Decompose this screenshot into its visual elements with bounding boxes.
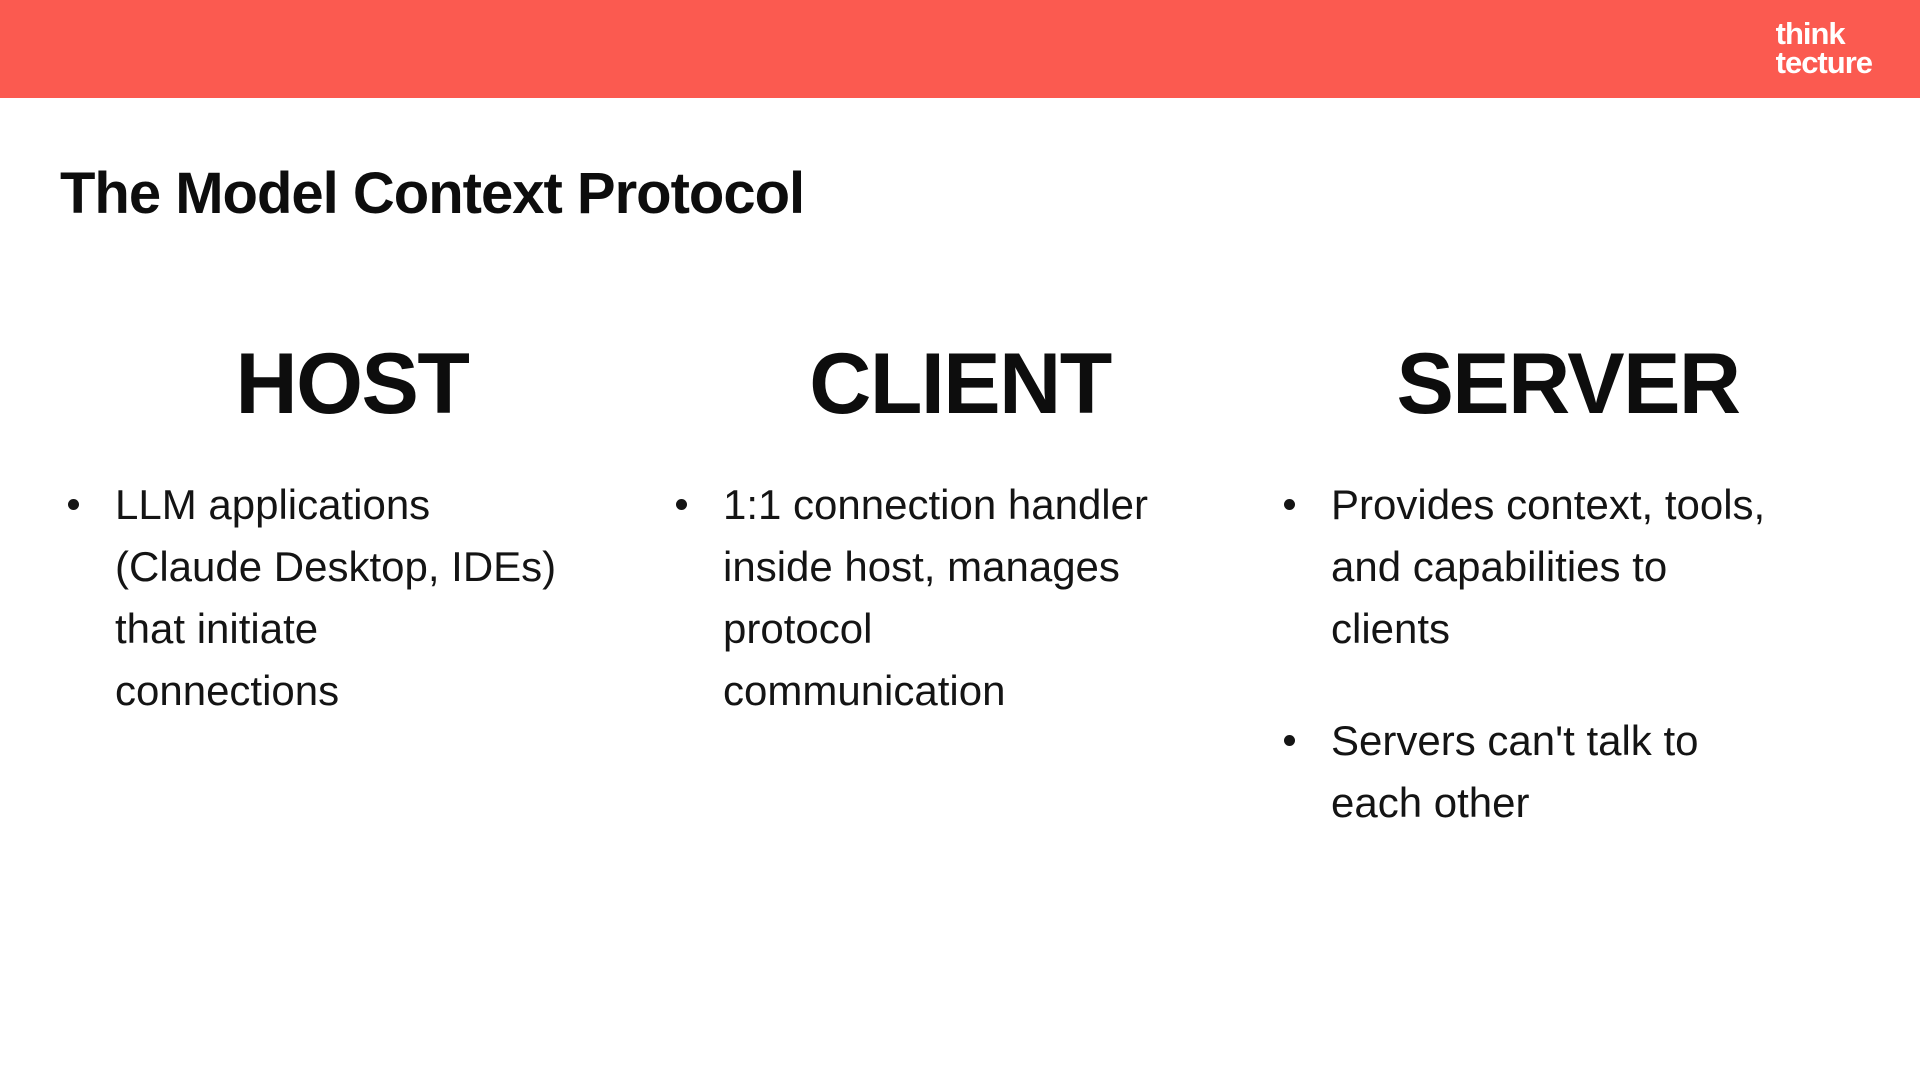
column-host: HOST LLM applications (Claude Desktop, I… xyxy=(48,340,656,834)
bullet-text: Servers can't talk to each other xyxy=(1331,717,1699,826)
slide-title: The Model Context Protocol xyxy=(60,161,805,226)
thinktecture-logo: think tecture xyxy=(1775,16,1873,80)
logo-line-think: think xyxy=(1775,16,1846,51)
column-client-list: 1:1 connection handler inside host, mana… xyxy=(656,474,1264,722)
list-item: 1:1 connection handler inside host, mana… xyxy=(676,474,1264,722)
bullet-icon xyxy=(68,499,79,510)
bullet-text: LLM applications (Claude Desktop, IDEs) … xyxy=(115,481,557,714)
bullet-icon xyxy=(1284,499,1295,510)
logo-line-tecture: tecture xyxy=(1775,45,1873,80)
header-bar: think tecture xyxy=(0,0,1920,98)
list-item: Provides context, tools, and capabilitie… xyxy=(1284,474,1872,660)
column-client: CLIENT 1:1 connection handler inside hos… xyxy=(656,340,1264,834)
column-server-heading: SERVER xyxy=(1396,336,1741,432)
column-host-heading: HOST xyxy=(235,336,470,432)
column-client-heading: CLIENT xyxy=(809,336,1112,432)
bullet-text: Provides context, tools, and capabilitie… xyxy=(1331,481,1766,652)
list-item: Servers can't talk to each other xyxy=(1284,710,1872,834)
bullet-icon xyxy=(1284,735,1295,746)
columns-row: HOST LLM applications (Claude Desktop, I… xyxy=(48,340,1872,834)
slide-content: The Model Context Protocol HOST LLM appl… xyxy=(0,164,1920,834)
column-server: SERVER Provides context, tools, and capa… xyxy=(1264,340,1872,834)
bullet-text: 1:1 connection handler inside host, mana… xyxy=(723,481,1148,714)
list-item: LLM applications (Claude Desktop, IDEs) … xyxy=(68,474,656,722)
column-server-list: Provides context, tools, and capabilitie… xyxy=(1264,474,1872,834)
bullet-icon xyxy=(676,499,687,510)
column-host-list: LLM applications (Claude Desktop, IDEs) … xyxy=(48,474,656,722)
